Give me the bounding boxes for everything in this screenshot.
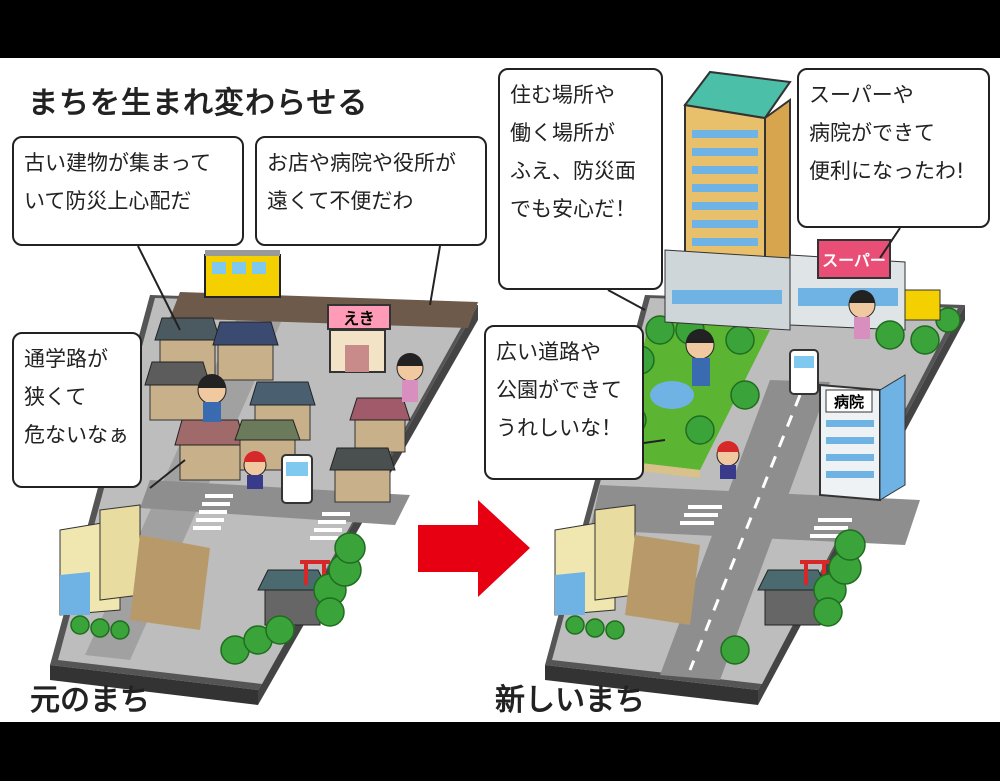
page-title: まちを生まれ変わらせる [28, 86, 369, 121]
bubble-line: 公園ができて [496, 378, 622, 402]
trees-old [70, 532, 366, 665]
bubble-school-route: 通学路が 狭くて 危ないなぁ [12, 332, 142, 488]
supermarket: スーパー [789, 239, 906, 331]
bubble-line: 働く場所が [510, 121, 615, 145]
town-illustration: えき [50, 70, 965, 705]
supermarket-sign: スーパー [822, 251, 886, 270]
bubble-line: 広い道路や [496, 340, 601, 364]
bubble-line: ふえ、防災面 [510, 159, 636, 183]
bubble-line: いて防災上心配だ [24, 189, 192, 213]
bubble-old-buildings: 古い建物が集まって いて防災上心配だ [12, 136, 244, 246]
old-town-caption: 元のまち [30, 683, 150, 718]
station-sign: えき [343, 309, 375, 328]
apartment-building [59, 504, 210, 630]
bubble-roads-park: 広い道路や 公園ができて うれしいな！ [484, 325, 644, 480]
bubble-line: 遠くて不便だわ [267, 189, 414, 213]
park [615, 315, 770, 478]
transition-arrow [418, 500, 530, 597]
bubble-line: 通学路が [24, 347, 108, 371]
bubble-far-shops: お店や病院や役所が 遠くて不便だわ [255, 136, 487, 246]
bubble-line: 住む場所や [510, 83, 615, 107]
bubble-line: 病院ができて [809, 121, 935, 145]
bubble-supermarket: スーパーや 病院ができて 便利になったわ! [797, 68, 990, 228]
people-new [685, 290, 876, 479]
bubble-line: 古い建物が集まって [24, 151, 212, 175]
people-old [197, 353, 424, 489]
old-houses [144, 317, 411, 503]
train [204, 250, 281, 298]
hospital-sign: 病院 [834, 393, 864, 411]
bubble-line: スーパーや [809, 83, 914, 107]
tower-building [664, 70, 792, 331]
new-town-caption: 新しいまち [495, 683, 645, 718]
bubble-line: 狭くて [24, 385, 87, 409]
bubble-line: でも安心だ！ [510, 197, 636, 221]
bubble-line: 便利になったわ! [809, 159, 965, 183]
bubble-line: お店や病院や役所が [267, 151, 456, 175]
old-town-map: えき [50, 250, 478, 705]
new-town-map: スーパー 病院 [545, 70, 965, 705]
hospital: 病院 [819, 374, 906, 502]
bubble-line: うれしいな！ [496, 416, 622, 440]
bubble-housing: 住む場所や 働く場所が ふえ、防災面 でも安心だ！ [498, 68, 663, 290]
station: えき [327, 304, 391, 373]
bubble-line: 危ないなぁ [24, 423, 129, 447]
